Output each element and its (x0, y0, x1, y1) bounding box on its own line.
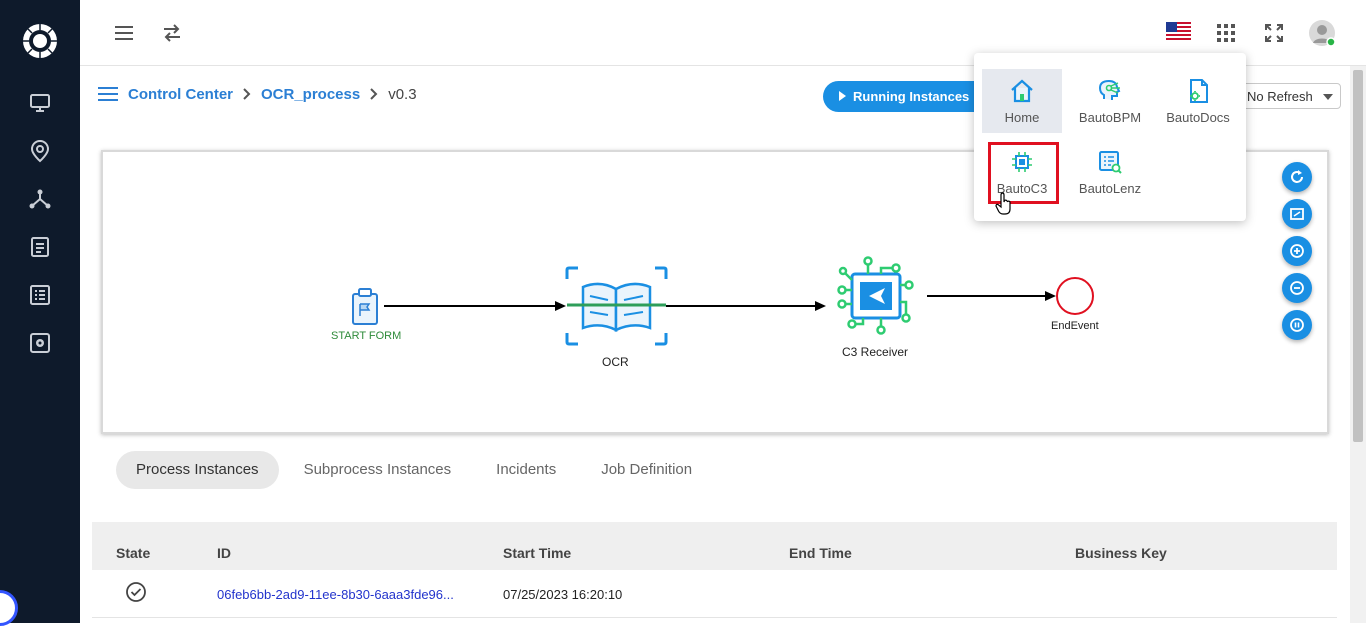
tab-subprocess-instances[interactable]: Subprocess Instances (303, 461, 452, 478)
refresh-select-value: No Refresh (1247, 89, 1313, 104)
app-bautoc3-label: BautoC3 (996, 181, 1048, 196)
sequence-flow-2[interactable] (666, 301, 826, 311)
pause-button[interactable] (1282, 310, 1312, 340)
menu-icon[interactable] (112, 21, 136, 45)
table-row[interactable]: 06feb6bb-2ad9-11ee-8b30-6aaa3fde96... 07… (92, 570, 1337, 618)
brand-logo-icon[interactable] (21, 22, 59, 60)
pause-icon (1290, 318, 1304, 332)
check-circle-icon (126, 582, 146, 602)
app-bautobpm-label: BautoBPM (1078, 110, 1142, 125)
refresh-diagram-button[interactable] (1282, 162, 1312, 192)
chat-bubble-icon[interactable] (0, 590, 18, 626)
running-instances-label: Running Instances (853, 89, 970, 104)
instance-start-time: 07/25/2023 16:20:10 (503, 587, 623, 602)
ocr-task-icon[interactable] (565, 266, 668, 346)
avatar-icon[interactable] (1308, 19, 1336, 47)
tab-job-definition[interactable]: Job Definition (601, 461, 693, 478)
app-bautodocs[interactable]: BautoDocs (1158, 69, 1238, 133)
end-event-label: EndEvent (1051, 320, 1099, 332)
column-header-start-time[interactable]: Start Time (503, 545, 572, 561)
document-icon[interactable] (28, 235, 52, 259)
app-bautolenz[interactable]: BautoLenz (1070, 140, 1150, 204)
column-header-end-time[interactable]: End Time (789, 545, 852, 561)
workflow-icon[interactable] (28, 187, 52, 211)
instance-tabs: Process Instances Subprocess Instances I… (116, 451, 717, 489)
column-header-id[interactable]: ID (217, 545, 231, 561)
chevron-right-icon (370, 88, 378, 100)
swap-icon[interactable] (160, 21, 184, 45)
location-pin-icon[interactable] (28, 139, 52, 163)
list-icon[interactable] (28, 283, 52, 307)
sequence-flow-1[interactable] (384, 301, 566, 311)
process-diagram (352, 256, 1094, 346)
breadcrumb-version: v0.3 (388, 85, 417, 103)
zoom-in-button[interactable] (1282, 236, 1312, 266)
start-form-label: START FORM (331, 330, 402, 342)
scrollbar-thumb[interactable] (1353, 70, 1363, 442)
app-bautodocs-label: BautoDocs (1166, 110, 1230, 125)
hand-cursor-icon (995, 192, 1011, 215)
home-icon (1011, 79, 1033, 103)
process-diagram-canvas[interactable]: START FORM OCR C3 Receiver EndEvent (101, 150, 1329, 434)
breadcrumb-menu-icon[interactable] (98, 86, 118, 102)
tab-process-instances[interactable]: Process Instances (116, 451, 279, 489)
sequence-flow-3[interactable] (927, 291, 1056, 301)
running-instances-button[interactable]: Running Instances (823, 81, 993, 112)
us-flag-icon[interactable] (1166, 22, 1191, 40)
refresh-icon (1291, 170, 1303, 183)
fullscreen-icon[interactable] (1262, 21, 1286, 45)
breadcrumb-control-center[interactable]: Control Center (128, 85, 233, 103)
app-bautolenz-label: BautoLenz (1078, 181, 1142, 196)
app-grid-icon[interactable] (1214, 21, 1238, 45)
refresh-select[interactable]: No Refresh (1240, 83, 1341, 109)
breadcrumb: Control Center OCR_process v0.3 (98, 82, 417, 106)
zoom-in-icon (1290, 244, 1304, 258)
chevron-right-icon (243, 88, 251, 100)
fit-view-button[interactable] (1282, 199, 1312, 229)
start-form-icon[interactable] (352, 288, 378, 325)
fit-view-icon (1290, 208, 1304, 220)
c3-chip-icon (1012, 152, 1032, 172)
app-home-label: Home (1004, 110, 1040, 125)
c3-receiver-icon[interactable] (837, 256, 914, 335)
caret-down-icon (1323, 94, 1333, 100)
end-event-icon[interactable] (1056, 277, 1094, 315)
left-sidebar (0, 0, 80, 626)
bpm-icon (1098, 79, 1121, 100)
c3-receiver-label: C3 Receiver (842, 345, 909, 359)
table-header: State ID Start Time End Time Business Ke… (92, 522, 1337, 570)
lenz-icon (1099, 151, 1122, 174)
column-header-business-key[interactable]: Business Key (1075, 545, 1167, 561)
app-bautobpm[interactable]: BautoBPM (1070, 69, 1150, 133)
tab-incidents[interactable]: Incidents (496, 461, 557, 478)
app-bautoc3[interactable]: BautoC3 (982, 140, 1062, 204)
breadcrumb-ocr-process[interactable]: OCR_process (261, 85, 361, 103)
highlight-box (988, 142, 1059, 204)
play-icon (839, 91, 846, 101)
ocr-label: OCR (602, 355, 629, 369)
column-header-state[interactable]: State (116, 545, 151, 561)
settings-icon[interactable] (28, 331, 52, 355)
app-home[interactable]: Home (982, 69, 1062, 133)
app-switcher-popup: Home BautoBPM BautoDocs BautoC3 (974, 53, 1246, 221)
instance-id-link[interactable]: 06feb6bb-2ad9-11ee-8b30-6aaa3fde96... (217, 587, 454, 602)
monitor-icon[interactable] (28, 91, 52, 115)
zoom-out-icon (1290, 281, 1304, 295)
zoom-out-button[interactable] (1282, 273, 1312, 303)
docs-icon (1190, 79, 1208, 103)
